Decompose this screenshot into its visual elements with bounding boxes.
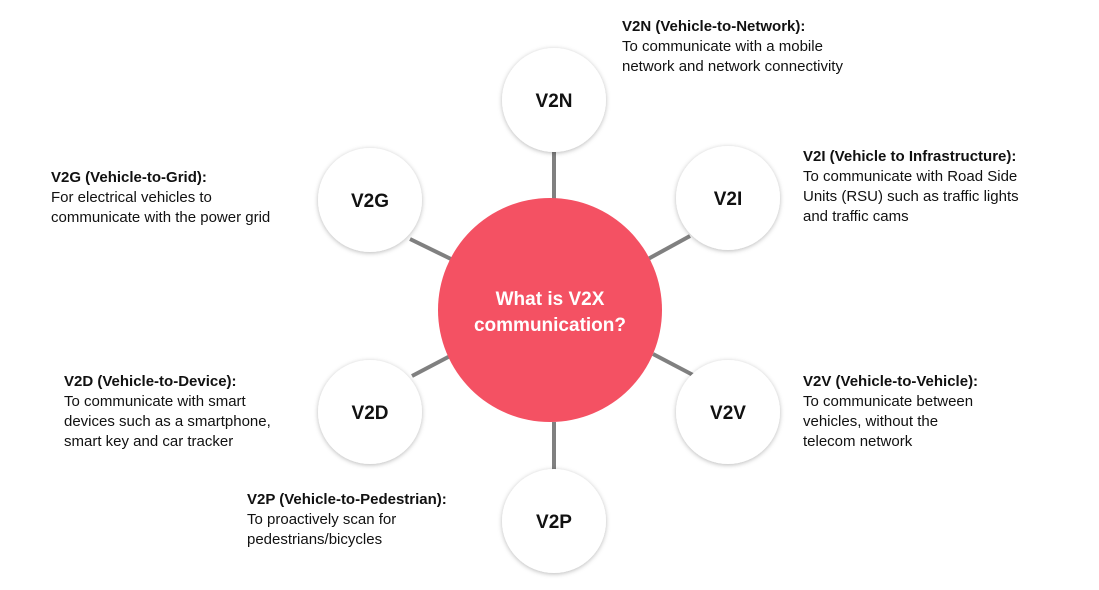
- node-v2d: V2D: [318, 360, 422, 464]
- v2p-description-title: V2P (Vehicle-to-Pedestrian):: [247, 491, 447, 508]
- connector-v2v: [652, 352, 694, 377]
- v2n-description: V2N (Vehicle-to-Network): To communicate…: [622, 17, 843, 77]
- node-v2p: V2P: [502, 469, 606, 573]
- v2d-description-title: V2D (Vehicle-to-Device):: [64, 373, 237, 390]
- v2d-description: V2D (Vehicle-to-Device): To communicate …: [64, 372, 271, 452]
- v2g-description-line: communicate with the power grid: [51, 209, 271, 226]
- node-v2n: V2N: [502, 48, 606, 152]
- node-v2g: V2G: [318, 148, 422, 252]
- v2v-description-line: To communicate between: [803, 393, 974, 410]
- center-title-line-2: communication?: [474, 315, 626, 336]
- v2i-description: V2I (Vehicle to Infrastructure): To comm…: [803, 147, 1019, 227]
- v2p-description-line: pedestrians/bicycles: [247, 531, 383, 548]
- node-v2g-label: V2G: [351, 191, 389, 212]
- center-circle: [438, 198, 662, 422]
- v2d-description-line: devices such as a smartphone,: [64, 413, 271, 430]
- node-v2i: V2I: [676, 146, 780, 250]
- v2g-description-title: V2G (Vehicle-to-Grid):: [51, 169, 207, 186]
- node-v2v: V2V: [676, 360, 780, 464]
- v2n-description-line: To communicate with a mobile: [622, 38, 823, 55]
- center-title-line-1: What is V2X: [496, 289, 605, 310]
- connector-v2g: [409, 237, 454, 262]
- node-v2d-label: V2D: [352, 403, 389, 424]
- v2v-description: V2V (Vehicle-to-Vehicle): To communicate…: [803, 372, 978, 452]
- v2v-description-line: telecom network: [803, 433, 913, 450]
- connector-v2i: [647, 234, 691, 261]
- v2p-description: V2P (Vehicle-to-Pedestrian): To proactiv…: [247, 490, 447, 550]
- node-v2p-label: V2P: [536, 512, 572, 533]
- node-v2v-label: V2V: [710, 403, 746, 424]
- v2n-description-title: V2N (Vehicle-to-Network):: [622, 18, 806, 35]
- v2v-description-line: vehicles, without the: [803, 413, 939, 430]
- v2g-description-line: For electrical vehicles to: [51, 189, 212, 206]
- v2d-description-line: To communicate with smart: [64, 393, 246, 410]
- node-v2n-label: V2N: [536, 91, 573, 112]
- v2v-description-title: V2V (Vehicle-to-Vehicle):: [803, 373, 979, 390]
- v2g-description: V2G (Vehicle-to-Grid): For electrical ve…: [51, 168, 270, 228]
- v2i-description-line: and traffic cams: [803, 208, 909, 225]
- v2n-description-line: network and network connectivity: [622, 58, 843, 75]
- v2i-description-line: Units (RSU) such as traffic lights: [803, 188, 1019, 205]
- v2i-description-line: To communicate with Road Side: [803, 168, 1018, 185]
- node-v2i-label: V2I: [714, 189, 743, 210]
- v2i-description-title: V2I (Vehicle to Infrastructure):: [803, 148, 1017, 165]
- v2p-description-line: To proactively scan for: [247, 511, 397, 528]
- v2d-description-line: smart key and car tracker: [64, 433, 234, 450]
- connector-v2d: [411, 353, 453, 378]
